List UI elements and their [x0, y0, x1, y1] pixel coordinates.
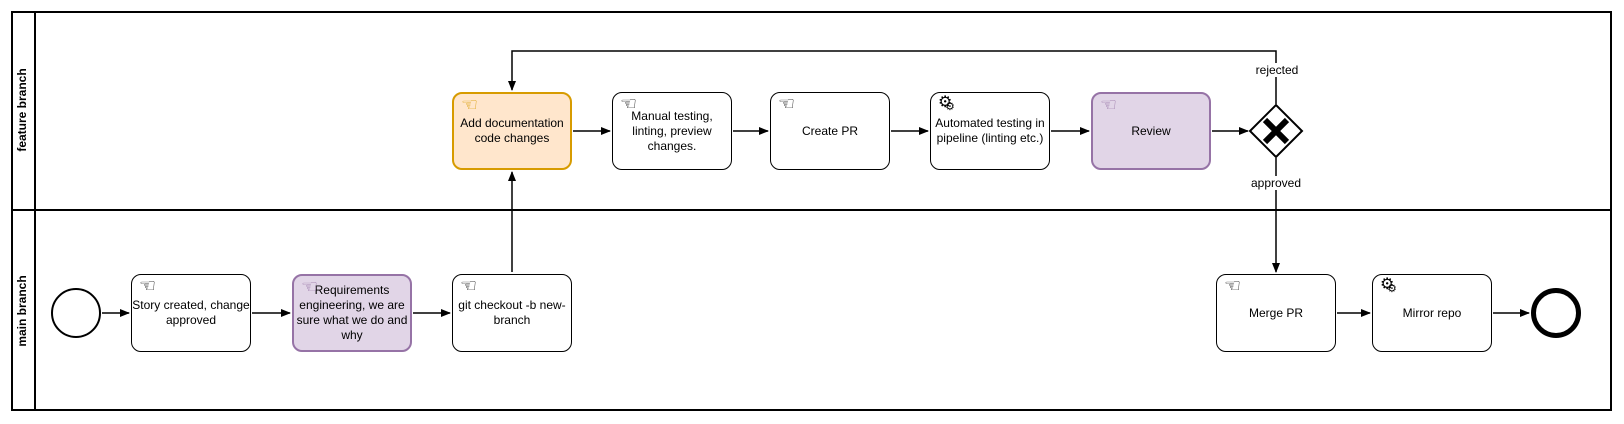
task-git-checkout[interactable]: ☜ git checkout -b new- branch [452, 274, 572, 352]
lane-label-main-branch: main branch [15, 275, 29, 347]
task-manual-testing[interactable]: ☜ Manual testing, linting, preview chang… [612, 92, 732, 170]
lane-label-feature-branch: feature branch [15, 68, 29, 152]
edge-label-rejected: rejected [1253, 63, 1301, 77]
manual-task-hand-icon: ☜ [139, 276, 157, 297]
manual-task-hand-icon: ☜ [301, 277, 319, 298]
manual-task-hand-icon: ☜ [1100, 95, 1118, 116]
service-task-gear-icon: ⚙ ⚙ [1380, 276, 1397, 295]
task-label: git checkout -b new- branch [458, 298, 566, 327]
task-merge-pr[interactable]: ☜ Merge PR [1216, 274, 1336, 352]
task-review[interactable]: ☜ Review [1091, 92, 1211, 170]
manual-task-hand-icon: ☜ [778, 94, 796, 115]
pool-border [11, 11, 1612, 411]
task-label: Create PR [801, 123, 859, 138]
task-label: Automated testing in pipeline (linting e… [935, 116, 1045, 145]
manual-task-hand-icon: ☜ [461, 95, 479, 116]
end-event[interactable] [1531, 288, 1581, 338]
task-create-pr[interactable]: ☜ Create PR [770, 92, 890, 170]
task-label: Requirements engineering, we are sure wh… [296, 283, 408, 342]
start-event[interactable] [51, 288, 101, 338]
task-label: Add documentation code changes [460, 116, 564, 145]
task-story-created[interactable]: ☜ Story created, change approved [131, 274, 251, 352]
task-label: Manual testing, linting, preview changes… [631, 108, 713, 153]
service-task-gear-icon: ⚙ ⚙ [938, 94, 955, 113]
task-automated-testing[interactable]: ⚙ ⚙ Automated testing in pipeline (linti… [930, 92, 1050, 170]
manual-task-hand-icon: ☜ [460, 276, 478, 297]
manual-task-hand-icon: ☜ [620, 94, 638, 115]
task-label: Review [1131, 123, 1171, 138]
lane-divider [11, 209, 1612, 211]
task-mirror-repo[interactable]: ⚙ ⚙ Mirror repo [1372, 274, 1492, 352]
task-requirements-engineering[interactable]: ☜ Requirements engineering, we are sure … [292, 274, 412, 352]
task-label: Merge PR [1248, 305, 1304, 320]
task-add-documentation[interactable]: ☜ Add documentation code changes [452, 92, 572, 170]
manual-task-hand-icon: ☜ [1224, 276, 1242, 297]
task-label: Story created, change approved [132, 298, 250, 327]
lane-header-divider [34, 11, 36, 411]
task-label: Mirror repo [1402, 305, 1462, 320]
edge-label-approved: approved [1248, 176, 1304, 190]
